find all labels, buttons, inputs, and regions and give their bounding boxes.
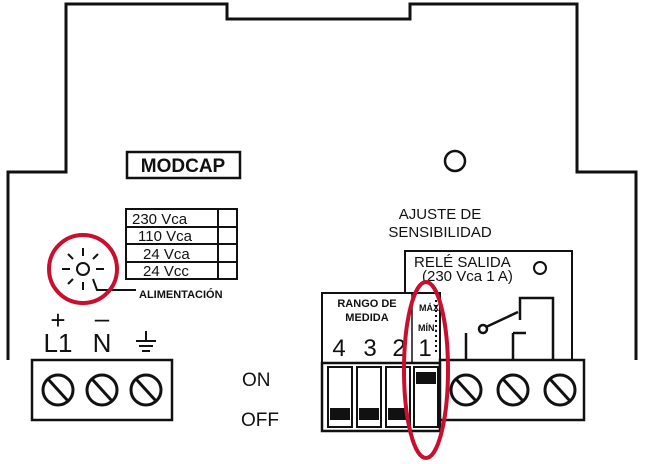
device-enclosure bbox=[6, 2, 638, 360]
sensitivity-switch-highlight bbox=[402, 280, 450, 460]
range-label-line2: MEDIDA bbox=[345, 312, 388, 324]
terminal-screw-relay-3 bbox=[543, 373, 577, 407]
voltage-row-3: 24 Vca bbox=[143, 246, 190, 263]
sensitivity-label-line2: SENSIBILIDAD bbox=[388, 224, 492, 241]
l1-label: L1 bbox=[44, 328, 73, 358]
ground-icon bbox=[136, 331, 156, 352]
min-label: MÍN. bbox=[418, 323, 437, 333]
terminal-screw-relay-2 bbox=[496, 373, 530, 407]
relay-label-line2: (230 Vca 1 A) bbox=[422, 268, 513, 285]
power-led-highlight-circle bbox=[47, 233, 119, 305]
sensitivity-label-line1: AJUSTE DE bbox=[399, 206, 482, 223]
off-label: OFF bbox=[241, 410, 279, 431]
dip-switch-3 bbox=[356, 366, 382, 428]
power-terminal-block bbox=[30, 358, 174, 422]
model-label: MODCAP bbox=[141, 156, 226, 177]
dip-switch-4 bbox=[327, 366, 353, 428]
terminal-screw-ground bbox=[129, 373, 163, 407]
switch-number-3: 3 bbox=[363, 335, 376, 362]
power-led-label: ALIMENTACIÓN bbox=[139, 288, 223, 301]
sensitivity-trimmer bbox=[443, 149, 467, 173]
max-label: MÁX. bbox=[419, 303, 442, 313]
voltage-row-2: 110 Vca bbox=[138, 228, 193, 245]
terminal-screw-relay-1 bbox=[449, 373, 483, 407]
power-led-icon bbox=[62, 248, 136, 291]
terminal-screw-l1 bbox=[41, 373, 75, 407]
n-label: N bbox=[93, 328, 112, 358]
relay-terminal-block bbox=[438, 358, 586, 422]
voltage-row-4: 24 Vcc bbox=[143, 263, 189, 280]
on-label: ON bbox=[242, 370, 271, 391]
switch-number-1: 1 bbox=[418, 335, 431, 362]
range-label-line1: RANGO DE bbox=[337, 298, 396, 310]
switch-number-4: 4 bbox=[332, 335, 345, 362]
relay-contact-symbol bbox=[464, 296, 555, 365]
range-selector: RANGO DE MEDIDA MÁX. MÍN. 4 3 2 1 bbox=[321, 292, 442, 364]
dip-switch-block bbox=[320, 361, 442, 433]
voltage-table: 230 Vca 110 Vca 24 Vca 24 Vcc bbox=[125, 208, 238, 280]
voltage-row-1: 230 Vca bbox=[132, 211, 188, 228]
dip-switch-1 bbox=[413, 366, 439, 428]
relay-label-line1: RELÉ SALIDA bbox=[414, 254, 511, 271]
n-polarity: – bbox=[95, 303, 110, 333]
model-label-box bbox=[125, 150, 242, 180]
terminal-screw-n bbox=[85, 373, 119, 407]
l1-polarity: + bbox=[50, 305, 65, 335]
relay-led-icon bbox=[533, 261, 547, 275]
